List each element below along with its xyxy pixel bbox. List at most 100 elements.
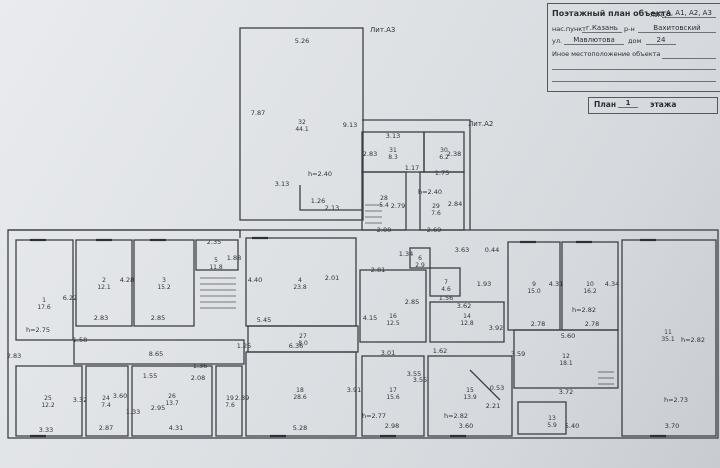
dimension-label: 6.22 (63, 294, 77, 302)
dimension-label: 2.01 (325, 274, 339, 282)
dimension-label: 1.93 (477, 280, 491, 288)
annex-a2-outline (362, 119, 471, 230)
dimension-label: 3.62 (457, 302, 471, 310)
dimension-label: 3.60 (113, 392, 127, 400)
dimension-label: 2.83 (94, 314, 108, 322)
floor-caption-number: 1 (618, 99, 638, 108)
stamp-house-value: 24 (646, 36, 676, 45)
dimension-label: 1.56 (439, 294, 453, 302)
room-number: 16 (389, 313, 397, 320)
room-number: 25 (44, 395, 52, 402)
room-area: 12.1 (97, 284, 111, 291)
dimension-label: 2.85 (151, 314, 165, 322)
main-block-left-outline (8, 229, 241, 238)
dimension-label: 4.34 (605, 280, 619, 288)
dimension-label: 8.65 (149, 350, 163, 358)
diagonal-wall (469, 369, 501, 401)
dimension-label: 1.88 (227, 254, 241, 262)
dimension-label: h=2.82 (572, 306, 596, 314)
room-area: 15.0 (527, 288, 541, 295)
dimension-label: 2.21 (486, 402, 500, 410)
dimension-label: h=2.75 (26, 326, 50, 334)
dimension-label: 3.60 (459, 422, 473, 430)
room-area: 5.9 (547, 422, 557, 429)
dimension-label: 2.69 (427, 226, 441, 234)
room-area: 5.4 (379, 202, 389, 209)
dimension-label: 1.33 (126, 408, 140, 416)
room-area: 28.6 (293, 394, 307, 401)
room-outline-13 (517, 401, 567, 435)
dimension-label: 3.63 (455, 246, 469, 254)
dimension-label: 1.62 (433, 347, 447, 355)
room-area: 12.8 (460, 320, 474, 327)
dimension-label: 1.25 (237, 342, 251, 350)
main-block-outline (7, 229, 719, 439)
dimension-label: 3.70 (665, 422, 679, 430)
dimension-label: h=2.77 (362, 412, 386, 420)
room-number: 12 (562, 353, 570, 360)
dimension-label: 1.58 (73, 336, 87, 344)
room-outline-24 (85, 365, 129, 437)
dimension-label: 3.33 (39, 426, 53, 434)
room-number: 10 (586, 281, 594, 288)
stamp-street-label: ул. (552, 37, 563, 45)
dimension-label: 2.87 (99, 424, 113, 432)
dimension-label: 5.28 (293, 424, 307, 432)
room-number: 2 (102, 277, 106, 284)
stamp-lit-value: А, А1, А2, А3 (662, 9, 716, 18)
room-outline-7 (429, 267, 461, 297)
dimension-label: 2.84 (448, 200, 462, 208)
room-number: 13 (548, 415, 556, 422)
room-number: 17 (389, 387, 397, 394)
lit-tag: Лит.А2 (468, 120, 493, 128)
door-marks (30, 236, 666, 438)
dimension-label: 4.28 (120, 276, 134, 284)
room-number: 6 (418, 255, 422, 262)
dimension-label: 3.01 (381, 349, 395, 357)
room-number: 5 (214, 257, 218, 264)
room-number: 31 (389, 147, 397, 154)
room-number: 18 (296, 387, 304, 394)
dimension-label: 1.34 (399, 250, 413, 258)
room-number: 4 (298, 277, 302, 284)
room-number: 15 (466, 387, 474, 394)
dimension-label: h=2.40 (308, 170, 332, 178)
dimension-label: 6.36 (289, 342, 303, 350)
dimension-label: 5.40 (565, 422, 579, 430)
floor-caption-suffix: этажа (650, 100, 677, 109)
dimension-label: 3.91 (347, 386, 361, 394)
dimension-label: 4.31 (169, 424, 183, 432)
room-number: 30 (440, 147, 448, 154)
annex-stair-outline (299, 185, 363, 211)
room-outline-32 (239, 27, 364, 221)
stamp-locality-value: г.Казань (582, 24, 622, 33)
dimension-label: 3.59 (511, 350, 525, 358)
stamp-other-line-2 (552, 68, 716, 70)
dimension-label: 9.13 (343, 121, 357, 129)
room-area: 15.2 (157, 284, 171, 291)
dimension-label: 2.95 (151, 404, 165, 412)
dimension-label: 1.26 (311, 197, 325, 205)
dimension-label: 1.55 (143, 372, 157, 380)
room-area: 13.7 (165, 400, 179, 407)
room-outline-14 (429, 301, 505, 343)
dimension-label: 3.72 (559, 388, 573, 396)
room-outline-27 (247, 325, 359, 353)
room-area: 12.2 (41, 402, 55, 409)
dimension-label: 0.44 (485, 246, 499, 254)
plan-walls (7, 27, 719, 439)
stamp-title: Поэтажный план объекта (552, 9, 672, 18)
dimension-label: h=2.82 (681, 336, 705, 344)
room-area: 6.2 (439, 154, 449, 161)
room-labels: 3244.1318.3306.2297.6285.4117.6212.1315.… (37, 119, 675, 429)
dimension-label: h=2.73 (664, 396, 688, 404)
dimension-label: 2.38 (447, 150, 461, 158)
dimension-label: 2.83 (363, 150, 377, 158)
dimension-label: 1.17 (405, 164, 419, 172)
stair-hatching (200, 204, 614, 385)
room-outline-12 (513, 329, 619, 389)
dimension-label: 2.85 (405, 298, 419, 306)
dimension-label: 2.89 (235, 394, 249, 402)
